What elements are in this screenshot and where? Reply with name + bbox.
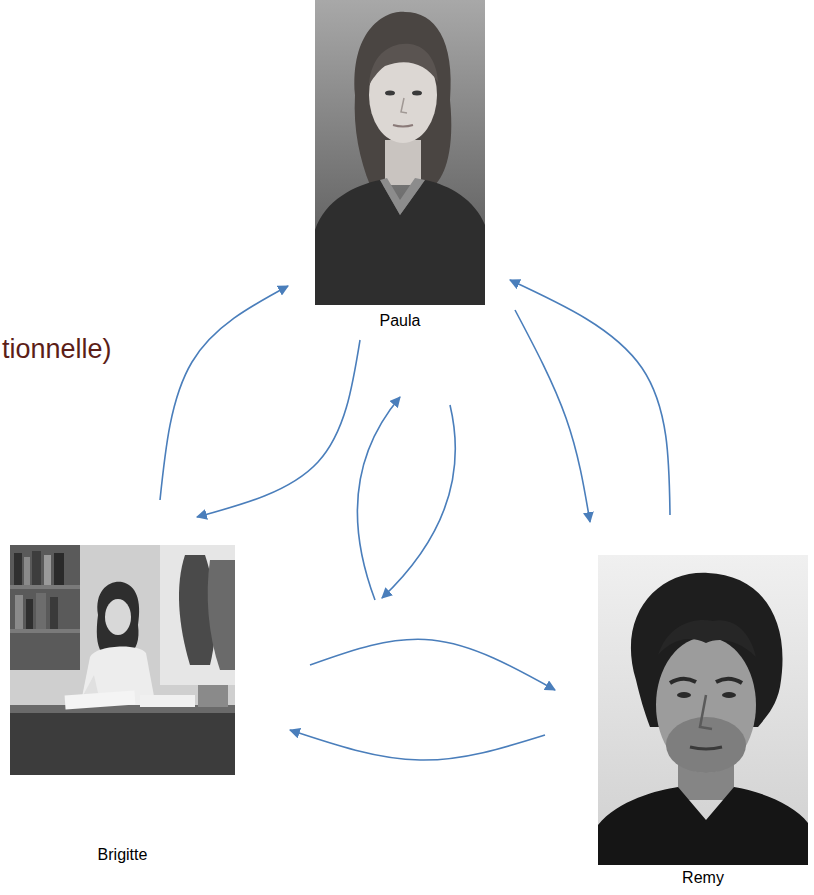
stubble	[666, 717, 746, 773]
mouth	[393, 125, 413, 127]
book	[26, 599, 33, 629]
eye	[722, 692, 736, 698]
shelf	[10, 585, 80, 589]
relation-arrow	[382, 405, 455, 598]
relation-arrow	[310, 639, 555, 690]
portrait-photo	[315, 0, 485, 305]
eye	[412, 91, 422, 96]
eyebrow	[670, 679, 696, 683]
hair	[97, 582, 139, 653]
mouth	[690, 747, 722, 749]
eye	[385, 91, 395, 96]
fringe	[369, 44, 438, 85]
relation-arrow	[510, 280, 670, 515]
relation-arrow	[290, 730, 545, 760]
coat	[208, 560, 235, 670]
bookshelf	[10, 545, 80, 670]
papers	[65, 691, 136, 710]
hair	[355, 12, 452, 185]
book	[24, 557, 30, 585]
book	[44, 555, 51, 585]
portrait-photo	[598, 555, 808, 865]
relation-arrow	[197, 340, 360, 517]
shelf	[10, 629, 80, 633]
jacket	[315, 180, 485, 305]
photo-frame	[598, 555, 808, 865]
photo-background	[10, 545, 235, 775]
photo-frame	[10, 545, 235, 775]
edge-group	[160, 280, 670, 760]
person-name: Remy	[598, 868, 808, 887]
book	[32, 551, 41, 585]
relation-arrow	[160, 286, 288, 500]
photo-node: Paula	[315, 0, 485, 330]
book	[50, 597, 58, 629]
fringe	[658, 620, 756, 657]
collar	[380, 178, 425, 215]
face	[656, 637, 756, 773]
folder	[198, 685, 228, 707]
nose	[700, 695, 712, 729]
photo-node: Brigitte	[10, 545, 235, 864]
person-name: Brigitte	[10, 845, 235, 864]
face	[105, 599, 131, 635]
eye	[677, 692, 691, 698]
book	[14, 553, 22, 585]
nose	[401, 98, 407, 113]
papers	[140, 695, 195, 707]
book	[54, 553, 64, 585]
jacket	[598, 787, 808, 865]
relation-arrow	[357, 397, 400, 600]
photo-background	[315, 0, 485, 305]
partial-heading: tionnelle)	[2, 333, 112, 365]
book	[36, 593, 46, 629]
scene-photo	[10, 545, 235, 775]
book	[15, 595, 23, 629]
desk	[10, 713, 235, 775]
person-name: Paula	[315, 311, 485, 330]
relation-arrow	[515, 310, 590, 522]
photo-frame	[315, 0, 485, 305]
wall	[160, 545, 235, 685]
eyebrow	[716, 679, 742, 683]
photo-background	[598, 555, 808, 865]
photo-node: Remy	[598, 555, 808, 887]
